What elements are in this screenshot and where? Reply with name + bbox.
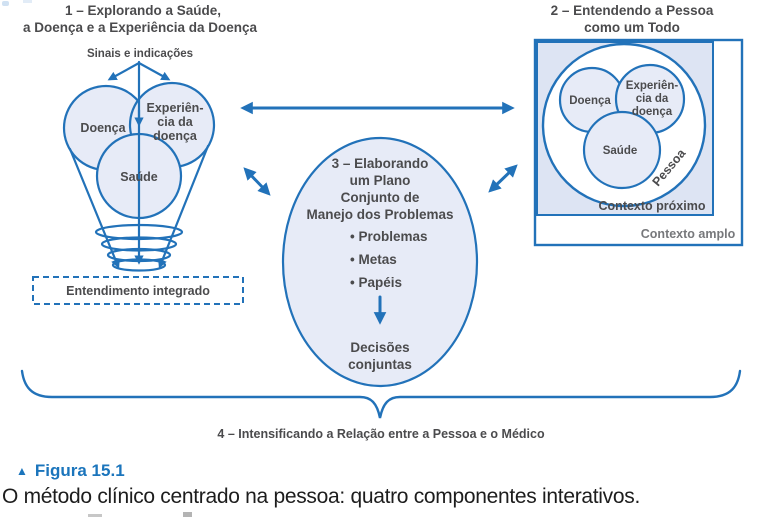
illness-label2-line3: doença [632, 106, 673, 118]
illness-label-line3: doença [153, 129, 198, 143]
plan-title-line4: Manejo dos Problemas [306, 207, 453, 222]
plan-title-line3: Conjunto de [341, 190, 420, 205]
plan-title-line1: 3 – Elaborando [332, 156, 429, 171]
scan-artifact [183, 512, 192, 517]
figure-marker-icon: ▲ [16, 464, 28, 478]
scan-artifact [23, 0, 32, 3]
health-label: Saúde [120, 170, 158, 184]
figure-caption-text: O método clínico centrado na pessoa: qua… [2, 485, 640, 508]
integrated-understanding-label: Entendimento integrado [66, 284, 210, 298]
funnel-left-line [68, 147, 120, 269]
figure-label-row: ▲ Figura 15.1 [16, 461, 125, 481]
plan-title-line2: um Plano [350, 173, 411, 188]
component1-title-line1: 1 – Explorando a Saúde, [65, 3, 221, 18]
illness-label2-line1: Experiên- [626, 80, 679, 92]
health-label-2: Saúde [603, 145, 638, 157]
disease-label: Doença [80, 121, 126, 135]
component-3-group: 3 – Elaborando um Plano Conjunto de Mane… [281, 136, 479, 388]
figure-diagram: 1 – Explorando a Saúde, a Doença e a Exp… [20, 3, 744, 441]
scan-artifact [88, 514, 102, 517]
illness-label-line2: cia da [157, 115, 193, 129]
integrated-understanding-box [32, 276, 244, 305]
right-double-arrow [488, 164, 518, 193]
left-double-arrow [243, 167, 271, 196]
brace [20, 369, 742, 419]
component4-label: 4 – Intensificando a Relação entre a Pes… [217, 427, 545, 441]
joint-decisions-line2: conjuntas [348, 357, 412, 372]
proximal-context-label: Contexto próximo [599, 199, 706, 213]
component-2-group: 2 – Entendendo a Pessoa como um Todo Doe… [533, 3, 744, 247]
illness-label2-line2: cia da [636, 93, 669, 105]
component-1-group: 1 – Explorando a Saúde, a Doença e a Exp… [23, 3, 258, 305]
health-circle-2 [582, 110, 662, 190]
joint-decisions-line1: Decisões [350, 340, 409, 355]
plan-bullet-goals: • Metas [350, 252, 397, 267]
component2-title-line1: 2 – Entendendo a Pessoa [551, 3, 714, 18]
component2-title-line2: como um Todo [584, 20, 680, 35]
disease-label-2: Doença [569, 95, 611, 107]
component1-title-line2: a Doença e a Experiência da Doença [23, 20, 258, 35]
scan-artifact [2, 1, 9, 6]
component-4-group: 4 – Intensificando a Relação entre a Pes… [20, 369, 742, 441]
illness-label-line1: Experiên- [147, 101, 204, 115]
plan-ellipse [281, 136, 479, 388]
signal-arrow-right [137, 61, 171, 81]
funnel-right-line [158, 144, 210, 269]
broad-context-label: Contexto amplo [641, 227, 736, 241]
signals-label: Sinais e indicações [87, 48, 193, 60]
plan-bullet-roles: • Papéis [350, 275, 402, 290]
figure-label: Figura 15.1 [34, 461, 125, 480]
signal-arrow-left [107, 61, 141, 81]
plan-bullet-problems: • Problemas [350, 229, 428, 244]
